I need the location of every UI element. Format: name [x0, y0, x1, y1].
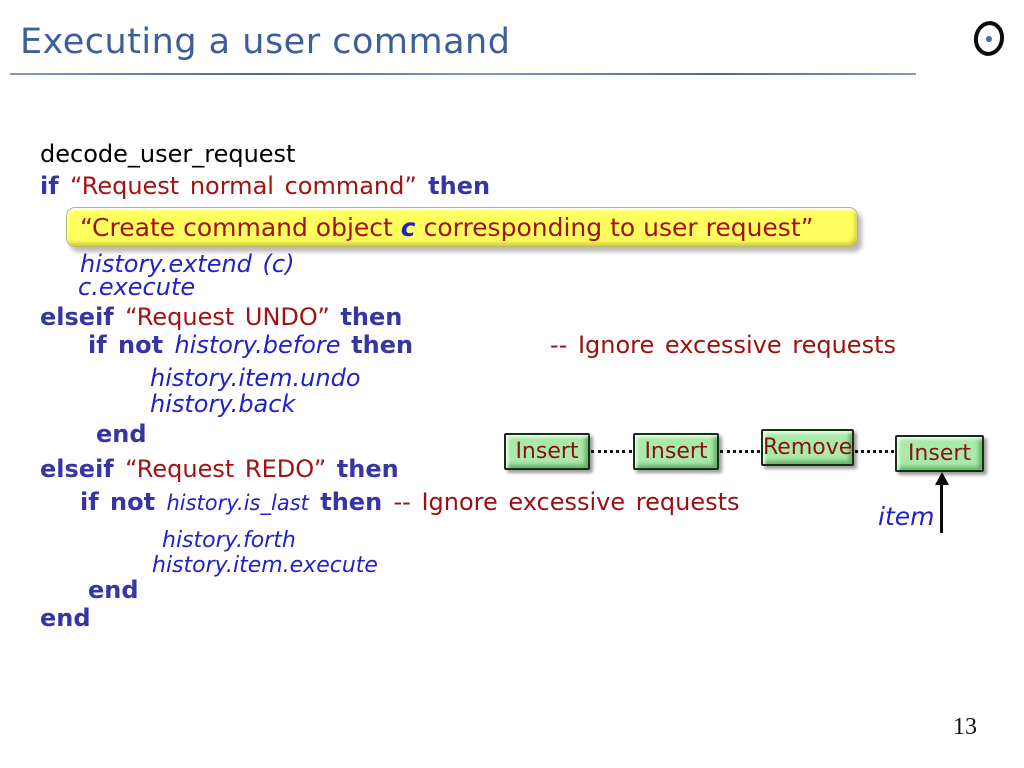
- comment-text: -- Ignore excessive requests: [393, 488, 740, 516]
- code-line-item-execute: history.item.execute: [152, 553, 378, 579]
- page-number: 13: [953, 714, 977, 740]
- comment-undo: -- Ignore excessive requests: [550, 331, 896, 359]
- keyword: if not: [80, 488, 167, 516]
- button-label: Insert: [907, 441, 972, 466]
- keyword: end: [96, 420, 147, 448]
- identifier: c: [400, 213, 416, 242]
- code-line-if-not-before: if not history.before then: [88, 331, 413, 359]
- keyword: then: [351, 331, 414, 359]
- identifier: history.item.execute: [152, 553, 378, 578]
- code-line-elseif-undo: elseif “Request UNDO” then: [40, 303, 402, 331]
- string-literal: “Request normal command”: [70, 172, 417, 200]
- keyword: elseif: [40, 303, 126, 331]
- keyword: then: [340, 303, 403, 331]
- button-label: Insert: [644, 439, 708, 464]
- remove-button: Remove: [761, 429, 854, 466]
- insert-button-3: Insert: [895, 435, 984, 472]
- comment-text: -- Ignore excessive requests: [550, 331, 896, 359]
- button-label: Insert: [515, 439, 579, 464]
- item-label: item: [878, 502, 935, 531]
- dotted-connector: [855, 450, 894, 453]
- code-line-history-forth: history.forth: [162, 528, 296, 554]
- page-title: Executing a user command: [20, 22, 511, 62]
- highlight-box: “Create command object c corresponding t…: [66, 207, 858, 247]
- identifier: history.back: [150, 390, 296, 418]
- keyword: elseif: [40, 455, 126, 483]
- keyword: then: [416, 172, 491, 200]
- code-line-if-normal: if “Request normal command” then: [40, 172, 490, 200]
- code-line-if-not-islast: if not history.is_last then -- Ignore ex…: [80, 488, 740, 517]
- code-line-history-back: history.back: [150, 390, 295, 418]
- string-literal: corresponding to user request”: [415, 213, 814, 242]
- code-line-history-extend: history.extend (c): [80, 250, 294, 278]
- code-line-elseif-redo: elseif “Request REDO” then: [40, 455, 399, 483]
- button-label: Remove: [763, 435, 853, 460]
- identifier: history.extend (c): [80, 250, 295, 278]
- insert-button-1: Insert: [504, 433, 590, 470]
- string-literal: “Request UNDO”: [125, 303, 341, 331]
- code-line-end-1: end: [96, 420, 147, 448]
- item-arrow: [940, 480, 943, 533]
- code-text: decode_user_request: [40, 140, 296, 168]
- logo-dot: [985, 35, 993, 42]
- identifier: history.item.undo: [150, 364, 361, 392]
- title-divider: [10, 73, 916, 75]
- keyword: end: [88, 576, 139, 604]
- keyword: if not: [88, 331, 175, 359]
- circle-dot-logo-icon: [971, 18, 1007, 59]
- string-literal: “Request REDO”: [125, 455, 337, 483]
- code-line-item-undo: history.item.undo: [150, 364, 361, 392]
- identifier: history.is_last: [166, 491, 309, 515]
- keyword: then: [308, 488, 394, 516]
- code-line-end-2: end: [88, 576, 139, 604]
- string-literal: “Create command object: [80, 213, 401, 242]
- code-line-c-execute: c.execute: [78, 273, 195, 301]
- code-line-end-3: end: [40, 604, 91, 632]
- keyword: then: [336, 455, 399, 483]
- identifier: c.execute: [78, 273, 196, 301]
- keyword: end: [40, 604, 91, 632]
- dotted-connector: [720, 450, 760, 453]
- keyword: if: [40, 172, 71, 200]
- insert-button-2: Insert: [633, 433, 719, 470]
- item-arrow-head: [935, 472, 949, 485]
- identifier: history.before: [174, 331, 352, 359]
- dotted-connector: [591, 450, 632, 453]
- code-line-decode: decode_user_request: [40, 140, 295, 168]
- identifier: history.forth: [162, 528, 296, 553]
